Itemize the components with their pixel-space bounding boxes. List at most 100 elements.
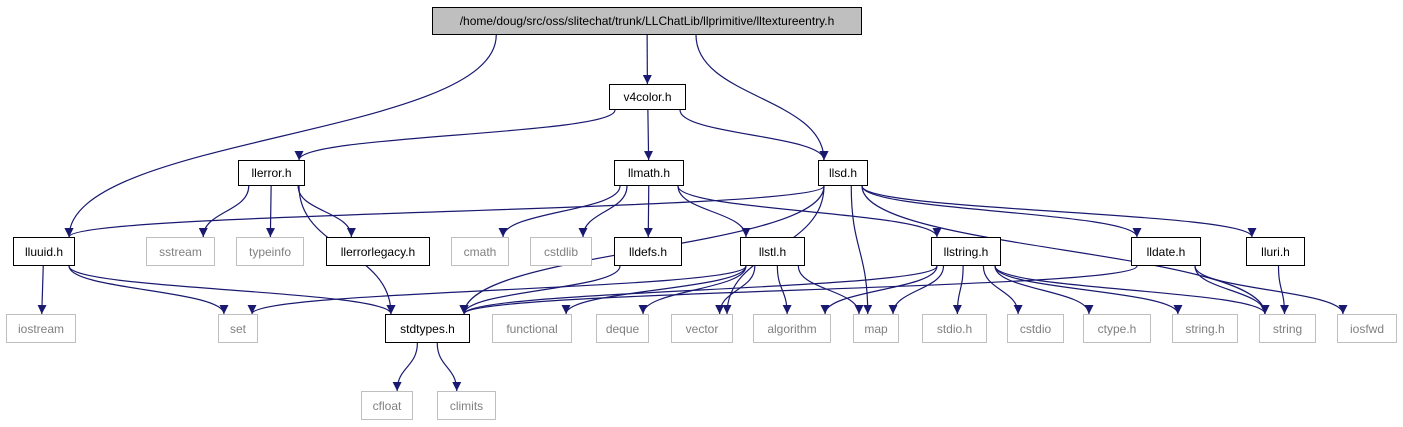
node-label: lldefs.h [628,244,668,259]
node-label: functional [506,321,558,336]
edge-llstring-to-cstdio [982,265,1023,315]
node-algorithm[interactable]: algorithm [753,314,831,343]
node-label: vector [685,321,719,336]
node-stringh[interactable]: string.h [1172,314,1238,343]
edge-v4color-to-llerror [294,109,616,161]
node-label: lluuid.h [24,244,64,259]
edge-llsd-to-string [861,185,1270,315]
node-label: deque [605,321,640,336]
node-climits[interactable]: climits [437,391,496,420]
edge-llmath-to-llstl [677,185,751,238]
dependency-edges [37,34,1348,392]
node-label: v4color.h [623,90,672,104]
edge-llstring-to-string [994,265,1270,315]
node-v4color[interactable]: v4color.h [609,84,686,110]
node-label: cmath [463,244,497,259]
node-label: map [864,321,888,336]
node-label: llstl.h [758,244,787,259]
node-llerror[interactable]: llerror.h [238,160,305,186]
node-llstring[interactable]: llstring.h [931,237,1001,266]
node-cmath[interactable]: cmath [451,237,509,266]
node-label: cfloat [372,398,402,413]
node-iostream[interactable]: iostream [6,314,76,343]
edge-llstring-to-stdioh [952,265,964,315]
edge-llsd-to-map [850,185,873,315]
node-lldate[interactable]: lldate.h [1131,237,1201,266]
edge-lldate-to-string [1194,265,1270,315]
edge-llmath-to-cmath [498,185,621,238]
edge-llstl-to-functional [561,265,747,315]
node-label: lldate.h [1146,244,1186,259]
node-lldefs[interactable]: lldefs.h [614,237,682,266]
edge-root-to-lluuid [64,34,497,238]
edge-stdtypes-to-climits [436,342,462,392]
node-functional[interactable]: functional [492,314,572,343]
node-label: typeinfo [248,244,292,259]
edge-llstring-to-stringh [994,265,1183,315]
node-label: llsd.h [828,166,857,180]
edge-llstring-to-map [888,265,945,315]
node-label: llerror.h [251,166,292,180]
node-string[interactable]: string [1259,314,1316,343]
node-label: llmath.h [627,166,671,180]
edge-lluri-to-string [1277,265,1289,315]
node-label: stdio.h [936,321,973,336]
node-label: cstdlib [543,244,578,259]
node-label: ctype.h [1097,321,1137,336]
node-set[interactable]: set [218,314,258,343]
node-llerrorlegacy[interactable]: llerrorlegacy.h [326,237,430,266]
node-label: sstream [159,244,202,259]
node-lluuid[interactable]: lluuid.h [13,237,75,266]
edge-llstl-to-algorithm [776,265,792,315]
node-label: algorithm [767,321,817,336]
node-label: climits [449,398,484,413]
node-cstdlib[interactable]: cstdlib [530,237,592,266]
edge-llstring-to-stdtypes [459,265,938,315]
node-ctypeh[interactable]: ctype.h [1083,314,1151,343]
node-llstl[interactable]: llstl.h [740,237,805,266]
node-lluri[interactable]: lluri.h [1246,237,1305,266]
node-vector[interactable]: vector [671,314,733,343]
node-label: string.h [1185,321,1225,336]
edge-llsd-to-lldate [861,185,1142,238]
edge-root-to-llsd [695,34,829,161]
node-typeinfo[interactable]: typeinfo [236,237,304,266]
edge-llstl-to-set [247,265,747,315]
edge-llsd-to-lluuid [64,185,825,238]
edge-stdtypes-to-cfloat [392,342,418,392]
node-cstdio[interactable]: cstdio [1007,314,1064,343]
node-cfloat[interactable]: cfloat [361,391,413,420]
node-iosfwd[interactable]: iosfwd [1337,314,1397,343]
edge-v4color-to-llsd [679,109,829,161]
node-label: lluri.h [1261,244,1290,259]
node-label: set [229,321,246,336]
edge-llerror-to-llerrorlegacy [297,185,356,238]
edge-lluuid-to-iostream [37,265,47,315]
node-label: /home/doug/src/oss/slitechat/trunk/LLCha… [459,14,835,28]
edge-lldate-to-iosfwd [1194,265,1348,315]
node-sstream[interactable]: sstream [146,237,215,266]
edge-lluuid-to-stdtypes [68,265,396,315]
node-label: stdtypes.h [400,321,455,336]
node-label: iosfwd [1349,321,1384,336]
node-stdtypes[interactable]: stdtypes.h [385,314,470,343]
edge-llstring-to-algorithm [820,265,938,315]
edge-lluuid-to-set [68,265,229,315]
node-deque[interactable]: deque [596,314,649,343]
edge-llmath-to-llstring [677,185,942,238]
node-label: string [1272,321,1303,336]
node-label: iostream [17,321,64,336]
edge-llmath-to-lldefs [643,185,653,238]
node-label: cstdio [1019,321,1052,336]
edge-llerror-to-sstream [198,185,250,238]
node-llmath[interactable]: llmath.h [614,160,684,186]
node-llsd[interactable]: llsd.h [818,160,868,186]
node-map[interactable]: map [853,314,899,343]
edge-lldefs-to-stdtypes [459,265,621,315]
node-root[interactable]: /home/doug/src/oss/slitechat/trunk/LLCha… [432,7,862,35]
edge-llsd-to-lluri [861,185,1257,238]
edge-llmath-to-cstdlib [578,185,628,238]
edge-llstring-to-ctypeh [994,265,1094,315]
node-label: llerrorlegacy.h [340,244,416,259]
node-stdioh[interactable]: stdio.h [922,314,987,343]
